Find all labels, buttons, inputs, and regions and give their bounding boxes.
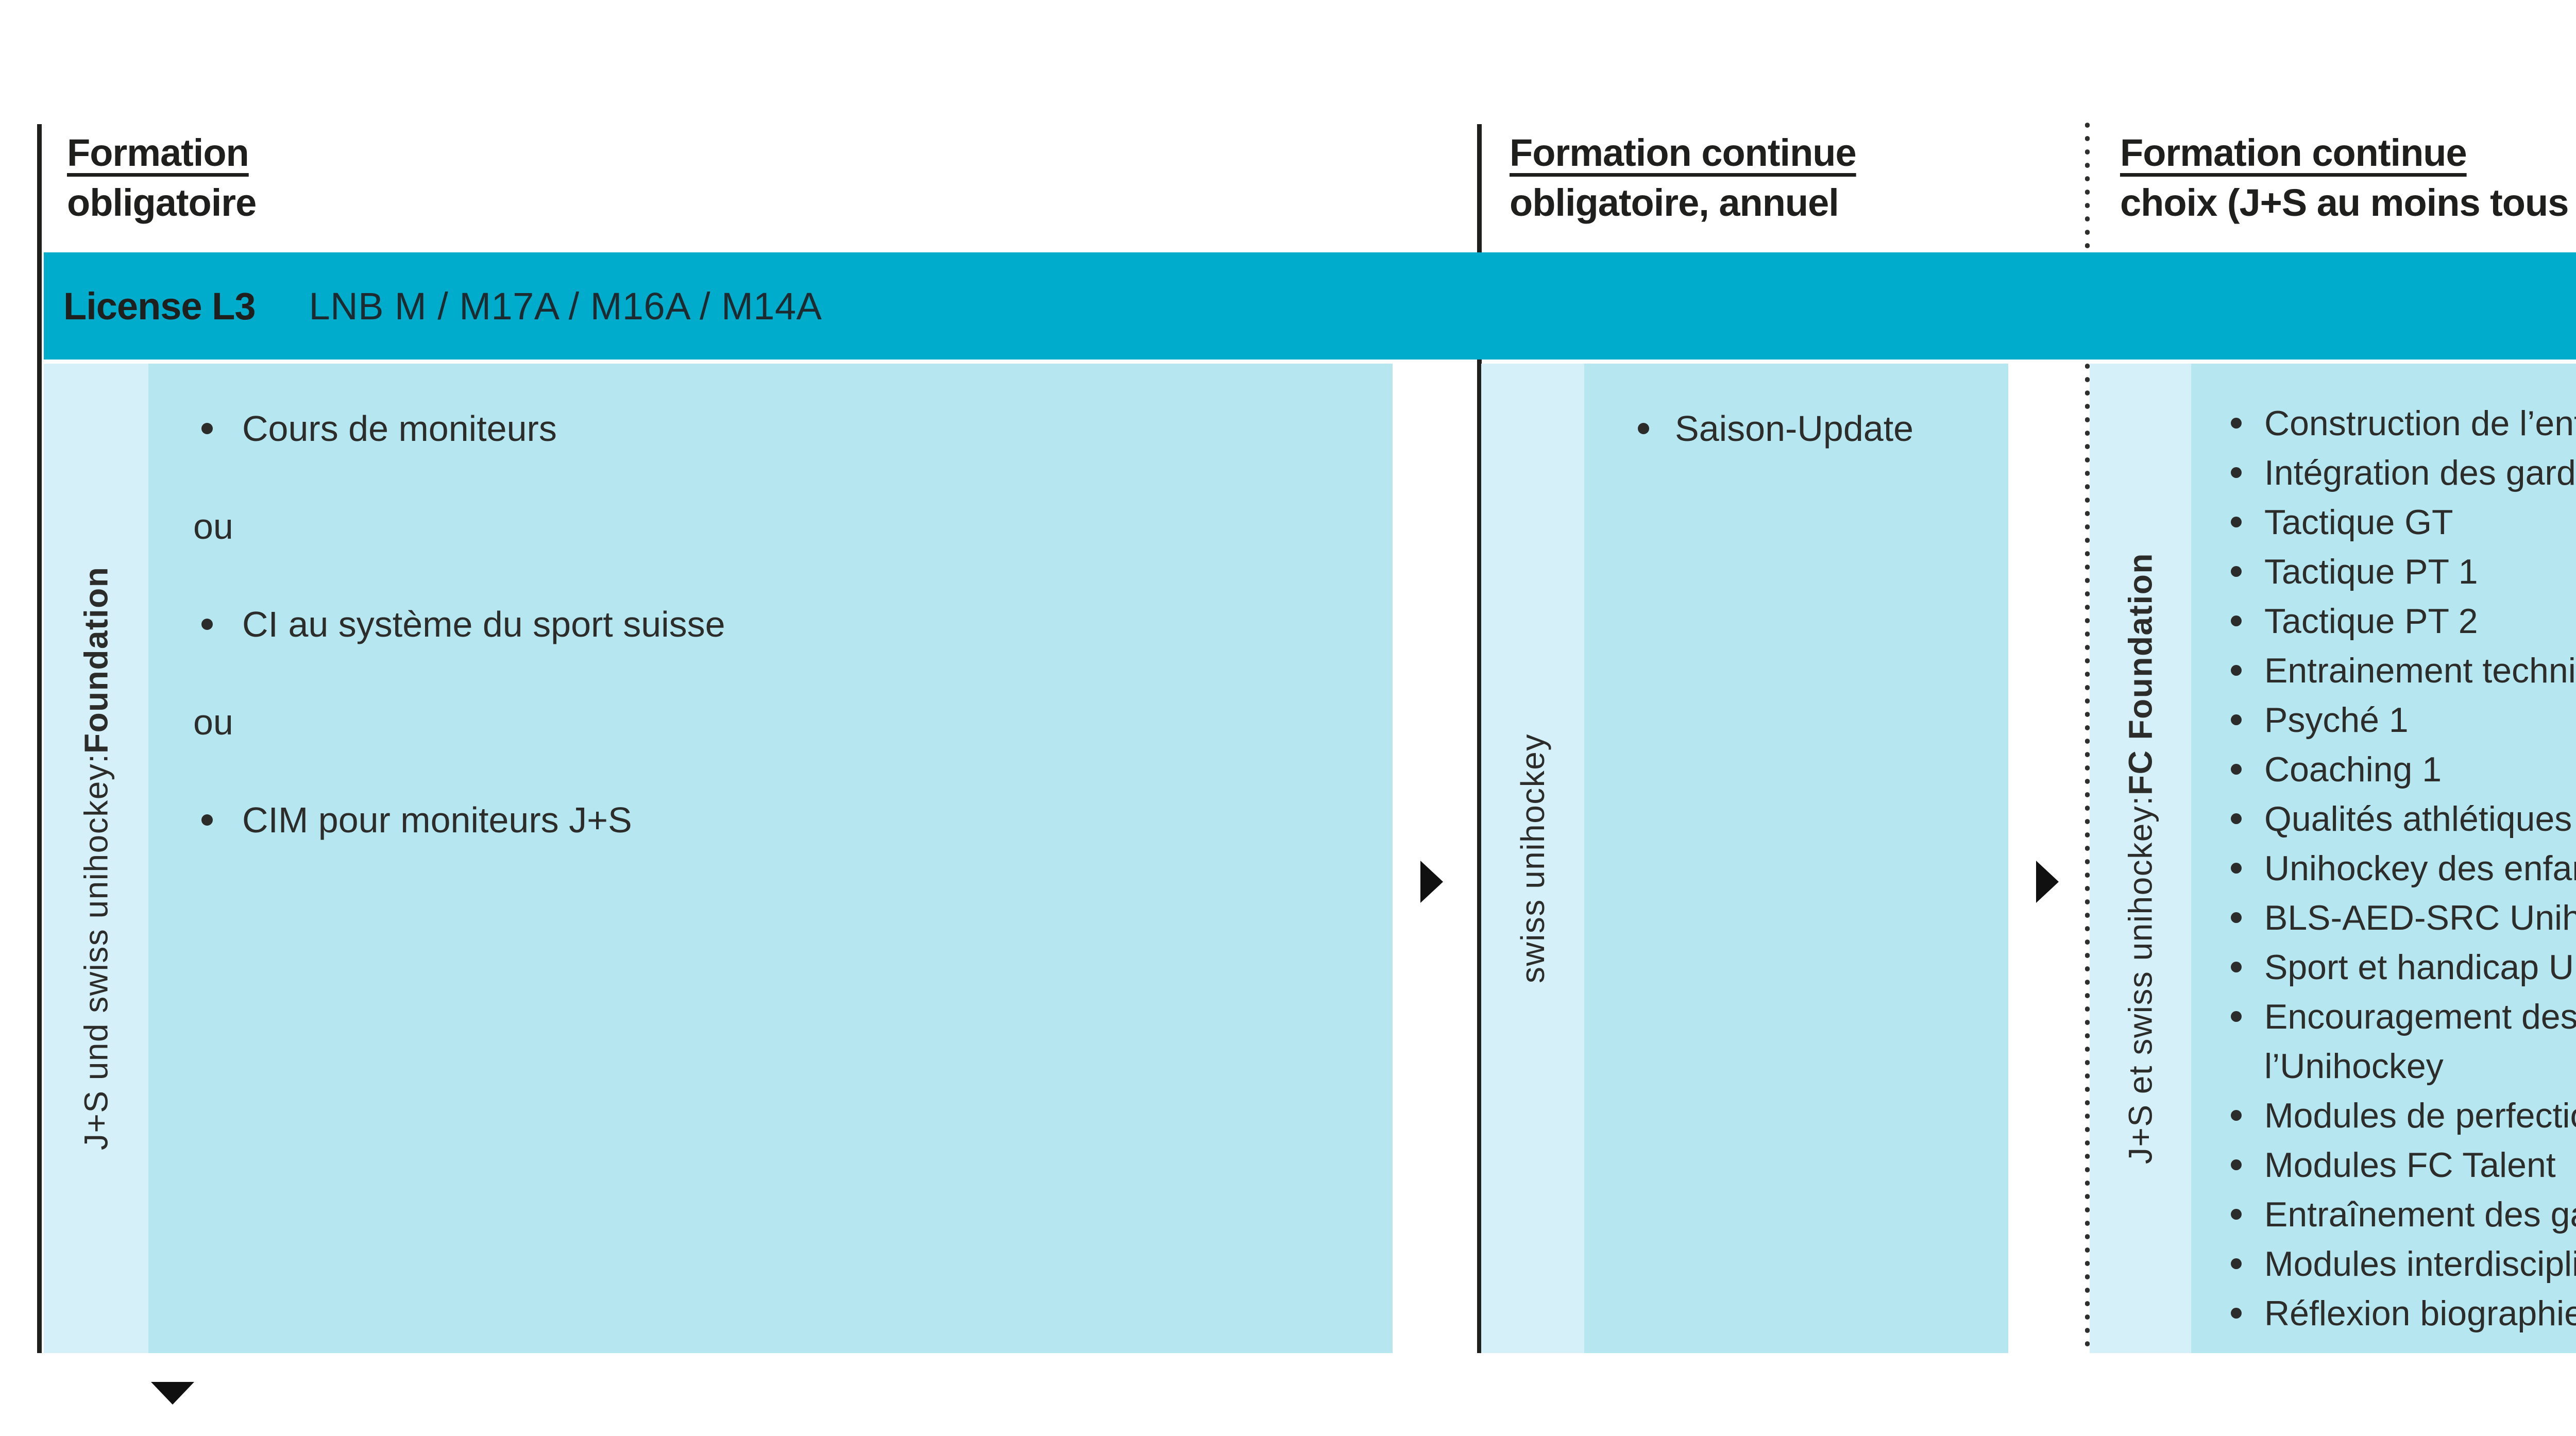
- header-line2: choix (J+S au moins tous les 2 ans): [2120, 181, 2576, 224]
- list-item: Tactique PT 2: [2191, 596, 2576, 646]
- list-item: Unihockey des enfants: [2191, 844, 2576, 893]
- section2-content-box: Saison-Update: [1584, 364, 2008, 1353]
- list-item: Saison-Update: [1584, 410, 2008, 447]
- section3-content-box: Construction de l’entraînementIntégratio…: [2191, 364, 2576, 1353]
- side-label-bold: Foundation: [77, 566, 115, 754]
- section1-side-label: J+S und swiss unihockey: Foundation: [44, 364, 148, 1353]
- column-header-formation-obligatoire: Formation obligatoire: [67, 128, 257, 228]
- list-item: Cours de moniteurs: [148, 410, 1393, 447]
- side-label-bold: FC Foundation: [2122, 553, 2159, 796]
- list-item: Réflexion biographie J+S: [2191, 1289, 2576, 1338]
- list-item: CIM pour moniteurs J+S: [148, 801, 1393, 839]
- license-banner-teams: LNB M / M17A / M16A / M14A: [309, 284, 822, 328]
- section2-item-list: Saison-Update: [1584, 364, 2008, 447]
- list-item: Qualités athlétiques 1: [2191, 794, 2576, 844]
- section2-side-label: swiss unihockey: [1481, 364, 1584, 1353]
- list-item: Modules de perfectionnement: [2191, 1091, 2576, 1140]
- column-header-formation-continue-choix: Formation continue choix (J+S au moins t…: [2120, 128, 2576, 228]
- list-item: Modules interdisciplinaires: [2191, 1239, 2576, 1289]
- list-item: Entraînement des gardien/nes: [2191, 1190, 2576, 1239]
- list-item: Entrainement technique: [2191, 646, 2576, 695]
- header-line2: obligatoire: [67, 181, 257, 224]
- list-item: Tactique PT 1: [2191, 547, 2576, 596]
- section3-side-label: J+S et swiss unihockey: FC Foundation: [2090, 364, 2191, 1353]
- license-banner: License L3 LNB M / M17A / M16A / M14A: [44, 252, 2576, 360]
- section3-side-strip: J+S et swiss unihockey: FC Foundation: [2090, 364, 2191, 1353]
- section1-content-box: Cours de moniteurs ou CI au système du spo…: [148, 364, 1393, 1353]
- left-border-line: [37, 124, 42, 1353]
- side-label-regular: J+S et swiss unihockey:: [2122, 795, 2159, 1164]
- header-line1: Formation: [67, 131, 249, 174]
- list-item: Tactique GT: [2191, 498, 2576, 547]
- header-line1: Formation continue: [2120, 131, 2467, 174]
- header-line1: Formation continue: [1510, 131, 1857, 174]
- column-divider-dotted-line: [2085, 122, 2090, 1353]
- column-header-formation-continue-annuel: Formation continue obligatoire, annuel: [1510, 128, 1857, 228]
- list-item: CI au système du sport suisse: [148, 606, 1393, 643]
- list-item: Encouragement des filles dans l’Unihocke…: [2191, 992, 2576, 1091]
- list-item: BLS-AED-SRC Unihockey: [2191, 893, 2576, 943]
- list-item: Sport et handicap Unihockey: [2191, 943, 2576, 992]
- arrow-right-icon: [2036, 861, 2059, 903]
- list-item: ou: [193, 702, 233, 742]
- arrow-right-icon: [1420, 861, 1443, 903]
- header-line2: obligatoire, annuel: [1510, 181, 1839, 224]
- side-label-regular: swiss unihockey: [1514, 733, 1551, 983]
- list-item: ou: [193, 506, 233, 546]
- list-item: Psyché 1: [2191, 695, 2576, 745]
- section2-side-strip: swiss unihockey: [1481, 364, 1584, 1353]
- section1-side-strip: J+S und swiss unihockey: Foundation: [44, 364, 148, 1353]
- license-banner-title: License L3: [63, 284, 256, 328]
- list-item: Coaching 1: [2191, 745, 2576, 794]
- side-label-regular: J+S und swiss unihockey:: [77, 753, 115, 1151]
- list-item: Construction de l’entraînement: [2191, 399, 2576, 448]
- column-divider-solid-line: [1477, 124, 1482, 1353]
- arrow-down-icon: [151, 1382, 194, 1405]
- list-item: Modules FC Talent: [2191, 1140, 2576, 1190]
- section1-item-list: Cours de moniteurs ou CI au système du spo…: [148, 364, 1393, 839]
- section3-item-list: Construction de l’entraînementIntégratio…: [2191, 364, 2576, 1338]
- list-item: Intégration des gardiens/nes: [2191, 448, 2576, 498]
